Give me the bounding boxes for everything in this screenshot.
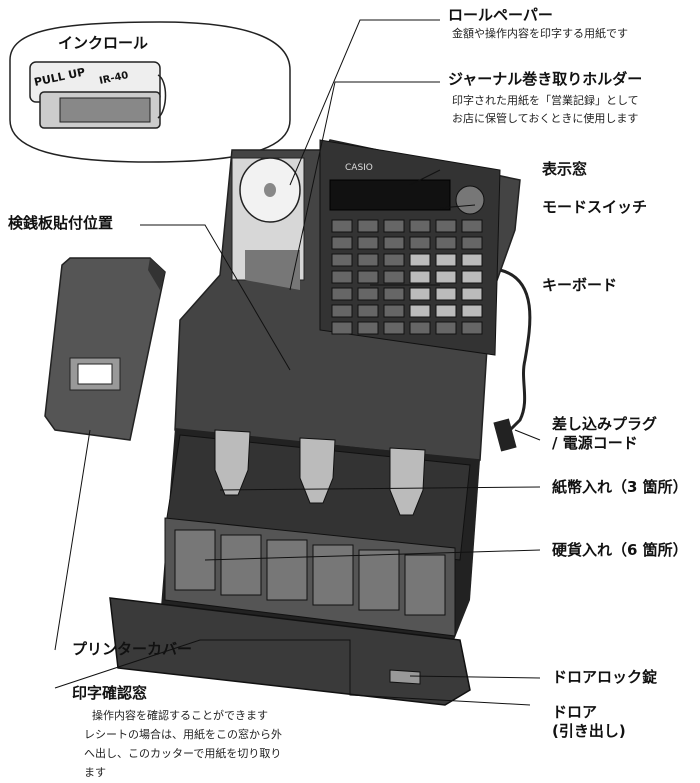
keyboard-key [461,236,483,250]
keyboard-key [331,270,353,284]
keyboard-key [357,321,379,335]
label-bill-tray: 紙幣入れ（3 箇所） [552,478,688,496]
keyboard-key [383,270,405,284]
keyboard-key [331,304,353,318]
label-plate-position: 検銭板貼付位置 [8,214,114,232]
power-plug [493,418,517,452]
keyboard-key [461,219,483,233]
desc-roll-paper: 金額や操作内容を印字する用紙です [452,27,628,40]
keyboard-key [331,321,353,335]
mode-switch-dial [455,185,485,215]
keyboard-key [435,287,457,301]
keyboard-key [435,219,457,233]
desc-print-check-2: レシートの場合は、用紙をこの窓から外 [84,728,282,741]
keyboard-key [409,270,431,284]
label-journal-holder: ジャーナル巻き取りホルダー [448,70,643,88]
keyboard-key [383,304,405,318]
keyboard-key [409,219,431,233]
keyboard-key [383,236,405,250]
keyboard-key [383,219,405,233]
label-coin-tray: 硬貨入れ（6 箇所） [552,541,688,559]
keyboard-key [357,270,379,284]
keyboard-key [409,304,431,318]
keyboard-key [435,236,457,250]
label-mode-switch: モードスイッチ [542,198,648,216]
coin-compartments [174,529,446,616]
leader-lines [54,19,541,706]
keyboard-key [435,253,457,267]
keyboard-key [435,270,457,284]
label-keyboard: キーボード [542,276,618,294]
keyboard-key [383,321,405,335]
label-display: 表示窓 [542,160,588,178]
desc-print-check-3: へ出し、このカッターで用紙を切り取り [84,747,282,760]
keyboard-key [461,304,483,318]
power-cord [499,268,532,437]
ink-roll-inset: PULL UP IR-40 [9,21,291,163]
keyboard-keys [331,219,483,335]
keyboard-key [331,287,353,301]
keyboard-key [383,287,405,301]
keyboard-key [383,253,405,267]
ink-roll-illustration: PULL UP IR-40 [29,61,167,129]
keyboard-key [357,304,379,318]
label-drawer: ドロア [552,703,598,721]
label-drawer-sub: (引き出し) [552,722,626,740]
keyboard-key [409,287,431,301]
keyboard-key [409,236,431,250]
keyboard-key [461,253,483,267]
coin-compartment [404,554,446,616]
keyboard-key [409,321,431,335]
keyboard-key [331,253,353,267]
keyboard-key [357,253,379,267]
label-roll-paper: ロールペーパー [448,6,553,24]
keyboard-key [435,304,457,318]
label-print-check: 印字確認窓 [72,684,148,702]
keyboard-key [331,236,353,250]
brand-logo: CASIO [345,163,373,173]
coin-compartment [312,544,354,606]
keyboard-key [357,287,379,301]
cash-drawer [109,428,480,706]
keyboard-key [461,321,483,335]
desc-print-check-1: 操作内容を確認することができます [92,709,268,722]
label-drawer-lock: ドロアロック錠 [552,668,658,686]
label-plug: 差し込みプラグ [552,415,658,433]
label-printer-cover: プリンターカバー [72,640,193,658]
keyboard-key [331,219,353,233]
keyboard-key [461,270,483,284]
label-power-cord: / 電源コード [552,434,638,452]
register-body: CASIO [174,139,521,461]
keyboard-key [409,253,431,267]
drawer-lock-keyhole [389,669,421,685]
inset-title: インクロール [58,34,149,52]
desc-journal-holder-2: お店に保管しておくときに使用します [452,112,639,125]
desc-print-check-4: ます [84,766,106,779]
printer-cover [44,257,166,441]
keyboard-key [435,321,457,335]
coin-compartment [358,549,400,611]
keyboard-key [357,219,379,233]
bill-clips [214,429,426,516]
desc-journal-holder-1: 印字された用紙を「営業記録」として [452,94,639,107]
keyboard-key [357,236,379,250]
display-window [329,179,451,211]
coin-compartment [266,539,308,601]
coin-compartment [220,534,262,596]
keyboard-key [461,287,483,301]
